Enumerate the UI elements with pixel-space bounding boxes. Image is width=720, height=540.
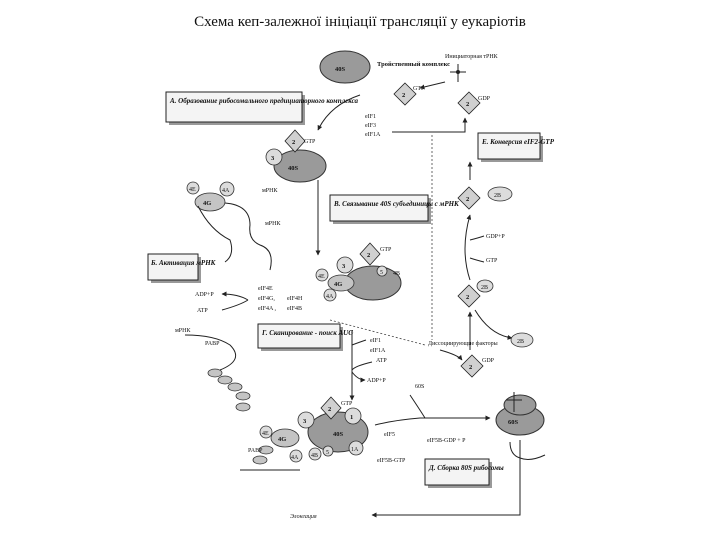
stage-e-text: Е. Конверсия eIF2-GTP xyxy=(481,138,555,146)
svg-text:2: 2 xyxy=(466,294,469,301)
eif4h-label: eIF4H xyxy=(287,296,303,302)
eif2-gdp-right: 2 GDP xyxy=(460,354,495,378)
atp-mid-label: ATP xyxy=(376,358,387,364)
svg-text:3: 3 xyxy=(342,263,346,270)
pabp-label: PABP xyxy=(205,341,220,347)
svg-text:2: 2 xyxy=(328,406,331,413)
svg-text:3: 3 xyxy=(271,155,275,162)
eif1-label: eIF1 xyxy=(365,114,376,120)
svg-text:1: 1 xyxy=(350,414,353,421)
stage-g-text: Г. Сканирование - поиск AUG xyxy=(261,329,353,337)
svg-text:4A: 4A xyxy=(222,188,230,194)
eif5-label: eIF5 xyxy=(384,432,395,438)
svg-text:2: 2 xyxy=(466,101,469,108)
svg-text:4B: 4B xyxy=(393,271,400,277)
dissociation-factors-label: Диссоциирующие факторы xyxy=(428,340,498,347)
svg-text:5: 5 xyxy=(380,270,383,276)
atp-left-label: ATP xyxy=(197,308,208,314)
stage-g-box: Г. Сканирование - поиск AUG xyxy=(257,323,353,351)
eif4g-top-label: мРНК xyxy=(262,188,278,194)
svg-text:GDP: GDP xyxy=(482,358,495,364)
eif5b-gtp-label: eIF5B-GTP xyxy=(377,458,406,464)
pabp-chain-upper xyxy=(207,368,251,412)
mrna-cap-complex: 4G 4A 4E xyxy=(186,181,272,271)
gdp-p-label: GDP+P xyxy=(486,234,505,240)
svg-text:60S: 60S xyxy=(508,419,519,426)
eif4a-label: eIF4A , xyxy=(258,306,277,312)
stage-b-box: В. Связывание 40S субъединицы с мРНК xyxy=(329,194,460,224)
svg-text:1A: 1A xyxy=(351,447,359,453)
eif1-mid-label: eIF1 xyxy=(370,338,381,344)
svg-text:40S: 40S xyxy=(333,431,344,438)
svg-text:GTP: GTP xyxy=(341,401,353,407)
stage-v-text: Б. Активация мРНК xyxy=(150,259,217,267)
eif1a-label: eIF1A xyxy=(365,132,381,138)
ternary-complex-label: Тройственный комплекс xyxy=(377,61,450,68)
svg-text:5: 5 xyxy=(326,450,329,456)
eif5b-gdp-label: eIF5B-GDP + P xyxy=(427,438,466,444)
pabp-chain-lower xyxy=(252,445,274,465)
svg-text:4E: 4E xyxy=(318,274,325,280)
eif1a-mid-label: eIF1A xyxy=(370,348,386,354)
gtp-label-right: GTP xyxy=(486,258,498,264)
stage-v-box: Б. Активация мРНК xyxy=(147,253,217,283)
svg-text:2: 2 xyxy=(402,92,405,99)
48s-scanning-complex: 1 1A 40S 3 2 GTP 4G 4E 4A 4B 5 xyxy=(259,396,369,463)
initiator-trna-label: Инициаторная тРНК xyxy=(445,54,499,60)
svg-text:40S: 40S xyxy=(288,165,299,172)
svg-text:GDP: GDP xyxy=(478,96,491,102)
stage-e-box: Е. Конверсия eIF2-GTP xyxy=(477,132,555,162)
eif2-gdp-node: 2 GDP xyxy=(457,91,491,115)
80s-ribosome: 60S xyxy=(495,392,545,436)
40s-subunit-top xyxy=(319,50,371,84)
svg-text:2: 2 xyxy=(292,139,295,146)
stage-a-box: А. Образование рибосомального предициато… xyxy=(165,91,358,125)
svg-text:2: 2 xyxy=(367,252,370,259)
stage-d-text: Д. Сборка 80S рибосомы xyxy=(428,464,504,472)
svg-text:2B: 2B xyxy=(517,339,524,345)
stage-d-box: Д. Сборка 80S рибосомы xyxy=(424,458,504,488)
43s-complex: 40S 3 2 GTP xyxy=(265,129,327,183)
svg-text:А. Образование рибосомального: А. Образование рибосомального предициато… xyxy=(169,97,358,105)
svg-text:3: 3 xyxy=(303,418,307,425)
svg-text:4A: 4A xyxy=(291,455,299,461)
svg-text:4G: 4G xyxy=(203,200,211,207)
eif2b-complex-bottom: 2 2B xyxy=(457,279,494,308)
adp-p-left-label: ADP+P xyxy=(195,292,214,298)
stage-b-text: В. Связывание 40S субъединицы с мРНК xyxy=(333,200,460,208)
60s-label: 60S xyxy=(415,384,424,390)
mrna-top-label: мРНК xyxy=(265,221,281,227)
svg-text:4G: 4G xyxy=(278,436,286,443)
eif3-label: eIF3 xyxy=(365,123,376,129)
trna-cross-icon xyxy=(450,64,466,82)
elongation-label: Элонгация xyxy=(290,514,317,520)
svg-text:4E: 4E xyxy=(189,187,196,193)
stage-a-text: А. Образование рибосомального предициато… xyxy=(169,97,358,105)
page-title: Схема кеп-залежної ініціації трансляції … xyxy=(194,14,526,30)
40s-top-label: 40S xyxy=(335,66,346,73)
svg-text:2: 2 xyxy=(466,196,469,203)
eif2b-complex-top: 2 2B xyxy=(457,186,513,210)
adp-p-mid-label: ADP+P xyxy=(367,378,386,384)
ternary-complex-node: 2 GTP xyxy=(393,82,425,106)
svg-text:4B: 4B xyxy=(311,453,318,459)
mrna-lower-label: мРНК xyxy=(175,328,191,334)
svg-text:2B: 2B xyxy=(481,285,488,291)
svg-text:4A: 4A xyxy=(326,294,334,300)
svg-text:GTP: GTP xyxy=(304,139,316,145)
eif4g-label: eIF4G, xyxy=(258,296,275,302)
pabp-lower-label: PABP xyxy=(248,448,263,454)
svg-text:4G: 4G xyxy=(334,281,342,288)
eif2b-free xyxy=(510,332,534,348)
eif4b-label: eIF4B xyxy=(287,306,302,312)
svg-text:GTP: GTP xyxy=(413,86,425,92)
svg-text:2: 2 xyxy=(469,364,472,371)
48s-complex: 3 4G 4E 4A 2 GTP 5 4B xyxy=(315,242,402,302)
svg-text:2B: 2B xyxy=(494,193,501,199)
svg-text:4E: 4E xyxy=(262,431,269,437)
svg-text:GTP: GTP xyxy=(380,247,392,253)
eif4e-label: eIF4E xyxy=(258,286,273,292)
